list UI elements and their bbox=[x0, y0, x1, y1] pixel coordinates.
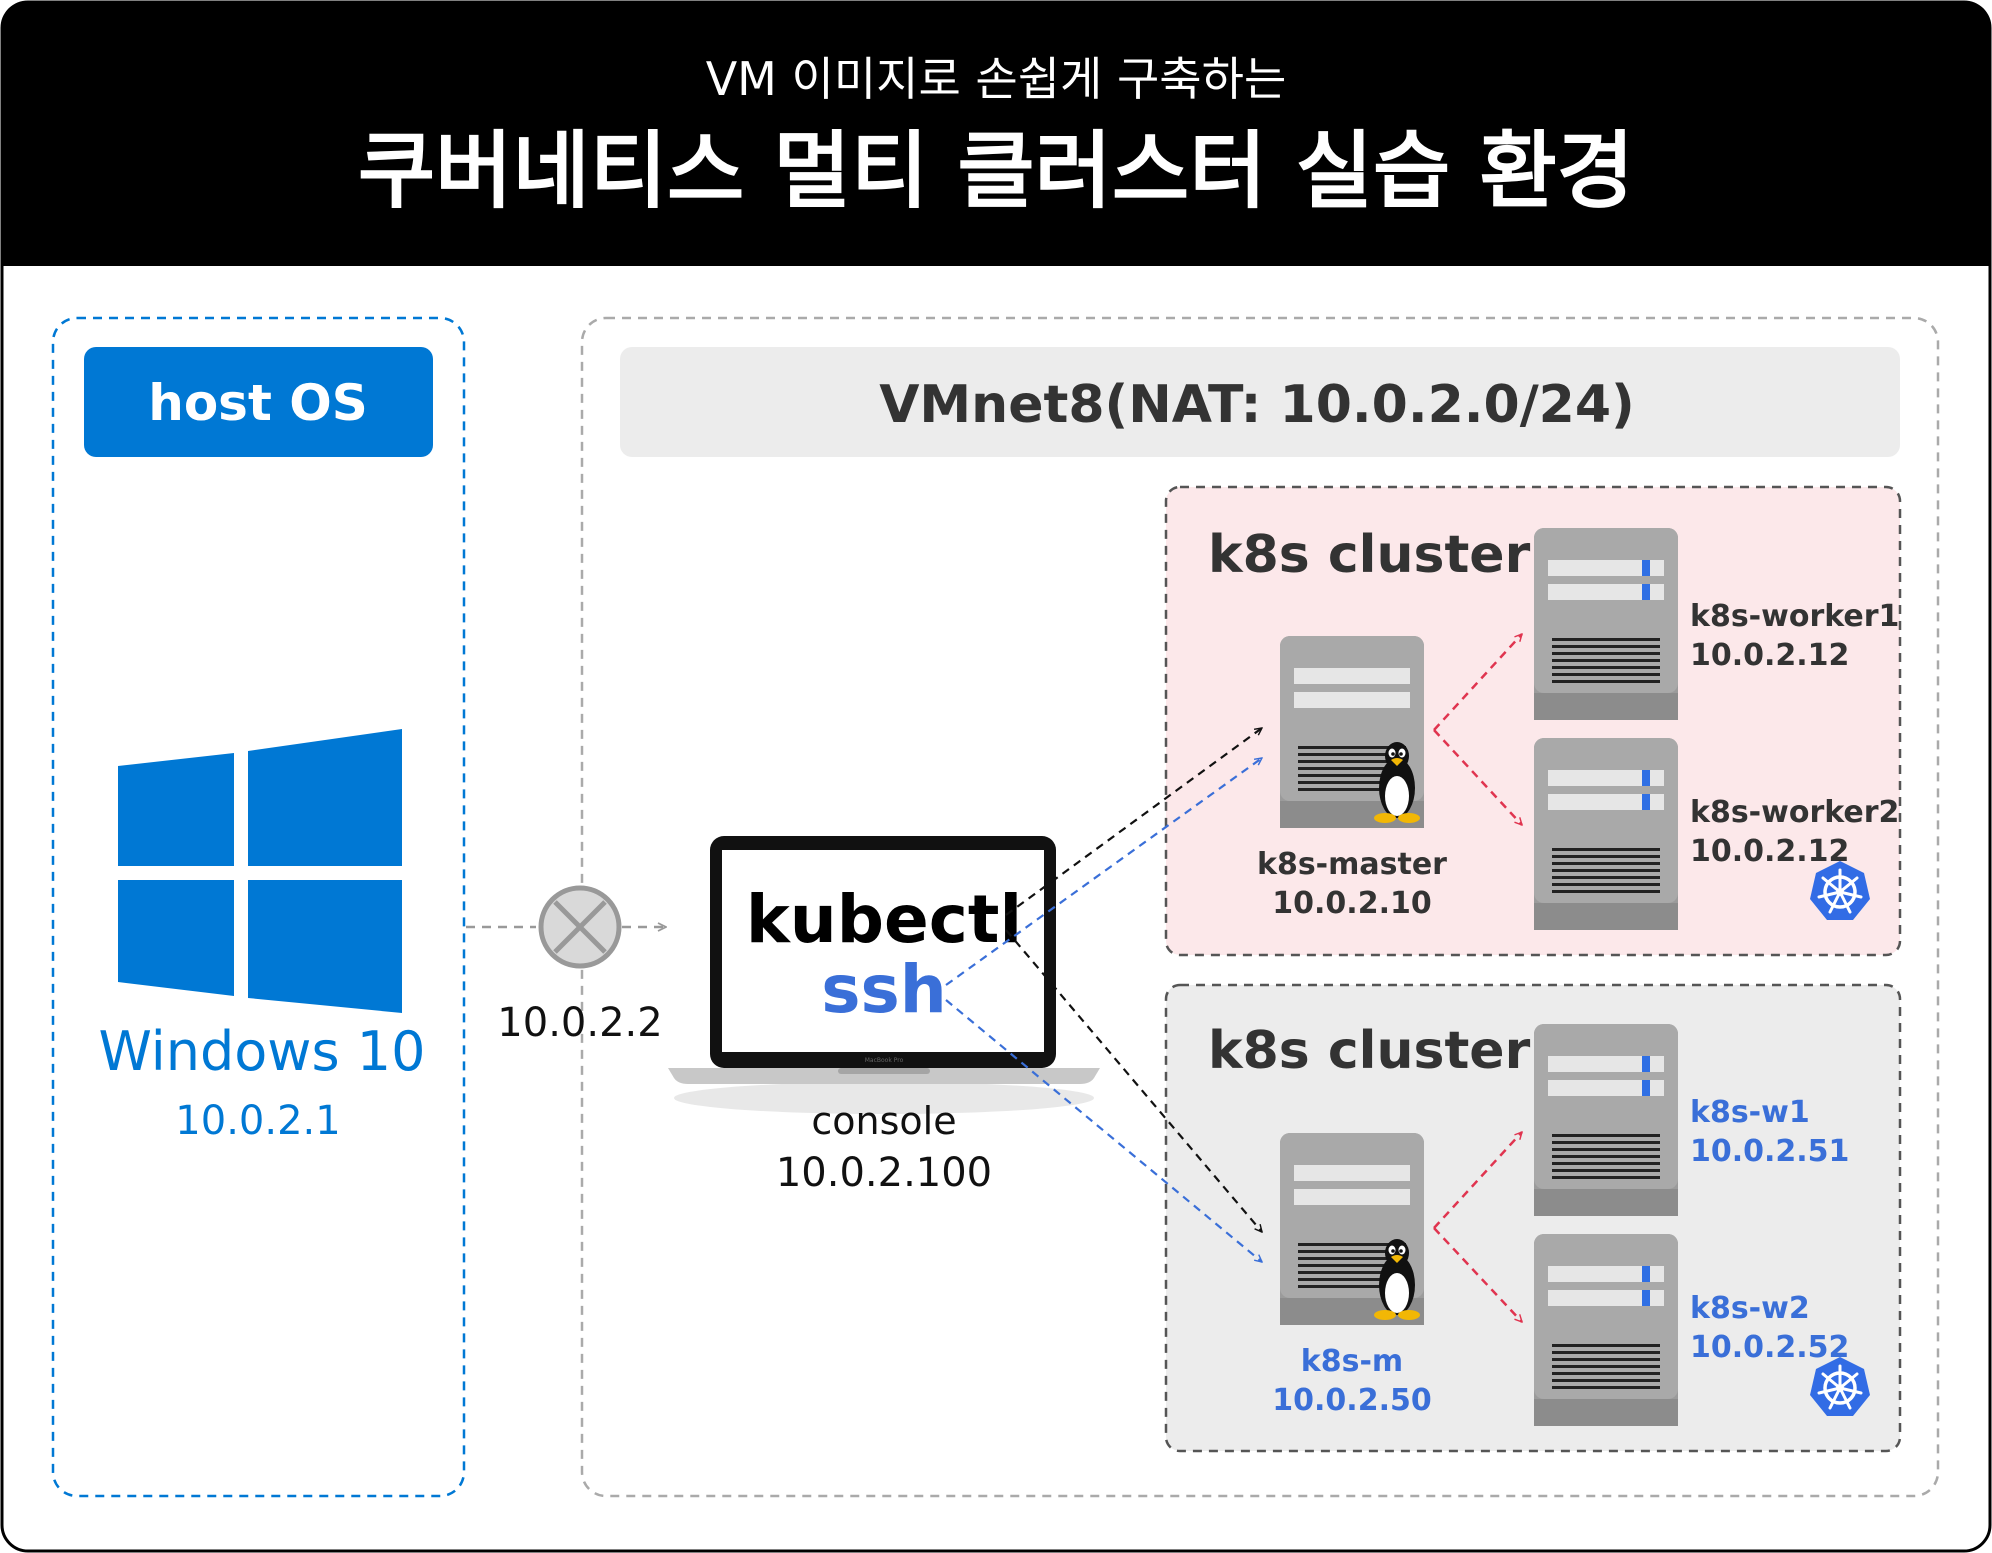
vmnet-bar bbox=[620, 347, 1900, 457]
host-os-panel bbox=[51, 316, 466, 1498]
cluster-2-worker2-name: k8s-w2 bbox=[1690, 1291, 1810, 1326]
cluster-2-arrow-worker1 bbox=[1433, 1132, 1522, 1229]
cluster-1-master-ip: 10.0.2.10 bbox=[1272, 886, 1431, 921]
cluster-2-arrow-worker2 bbox=[1433, 1227, 1522, 1322]
cluster-2-master-ip: 10.0.2.50 bbox=[1272, 1383, 1431, 1418]
console-ssh: ssh bbox=[821, 951, 947, 1028]
cluster-2-panel bbox=[1164, 983, 1902, 1453]
header-bar bbox=[2, 2, 1990, 266]
host-os-badge-label: host OS bbox=[148, 374, 368, 432]
cluster-1-worker2-server-icon bbox=[1534, 738, 1678, 930]
host-os-badge bbox=[84, 347, 433, 457]
cluster-2-label: k8s cluster bbox=[1208, 1021, 1531, 1081]
header-subtitle: VM 이미지로 손쉽게 구축하는 bbox=[706, 52, 1287, 106]
laptop-model: MacBook Pro bbox=[865, 1057, 904, 1064]
gateway-ip: 10.0.2.2 bbox=[497, 1000, 662, 1046]
host-ip: 10.0.2.1 bbox=[175, 1098, 340, 1144]
vmnet-label: VMnet8(NAT: 10.0.2.0/24) bbox=[879, 375, 1635, 435]
cluster-2-worker2-ip: 10.0.2.52 bbox=[1690, 1330, 1849, 1365]
cluster-1-arrow-worker1 bbox=[1433, 634, 1522, 731]
header-title: 쿠버네티스 멀티 클러스터 실습 환경 bbox=[358, 122, 1634, 220]
cluster-2-worker2-server-icon bbox=[1534, 1234, 1678, 1426]
cluster-1-worker1-server-icon bbox=[1534, 528, 1678, 720]
cluster-1-worker2-ip: 10.0.2.12 bbox=[1690, 834, 1849, 869]
gateway-x-icon bbox=[538, 885, 622, 969]
cluster-1-panel bbox=[1164, 485, 1902, 957]
console-ip: 10.0.2.100 bbox=[776, 1150, 992, 1196]
cluster-2-master-name: k8s-m bbox=[1301, 1344, 1403, 1379]
cluster-2-worker1-server-icon bbox=[1534, 1024, 1678, 1216]
windows-logo-icon bbox=[118, 729, 402, 1013]
cluster-1-arrow-worker2 bbox=[1433, 729, 1522, 825]
cluster-1-worker1-name: k8s-worker1 bbox=[1690, 599, 1899, 634]
ssh-arrow-cluster-1 bbox=[945, 758, 1262, 986]
windows-name: Windows 10 bbox=[99, 1020, 426, 1083]
cluster-2-worker1-name: k8s-w1 bbox=[1690, 1095, 1810, 1130]
ssh-arrow-cluster-2 bbox=[945, 999, 1262, 1262]
console-name: console bbox=[811, 1099, 956, 1143]
cluster-1-master-name: k8s-master bbox=[1257, 847, 1447, 882]
cluster-2-worker1-ip: 10.0.2.51 bbox=[1690, 1134, 1849, 1169]
console-kubectl: kubectl bbox=[746, 881, 1022, 958]
kubectl-arrow-cluster-2 bbox=[1005, 929, 1262, 1232]
cluster-1-worker2-name: k8s-worker2 bbox=[1690, 795, 1899, 830]
kubectl-arrow-cluster-1 bbox=[1005, 728, 1262, 916]
cluster-1-label: k8s cluster bbox=[1208, 525, 1531, 585]
cluster-1-worker1-ip: 10.0.2.12 bbox=[1690, 638, 1849, 673]
laptop-icon bbox=[668, 836, 1100, 1114]
